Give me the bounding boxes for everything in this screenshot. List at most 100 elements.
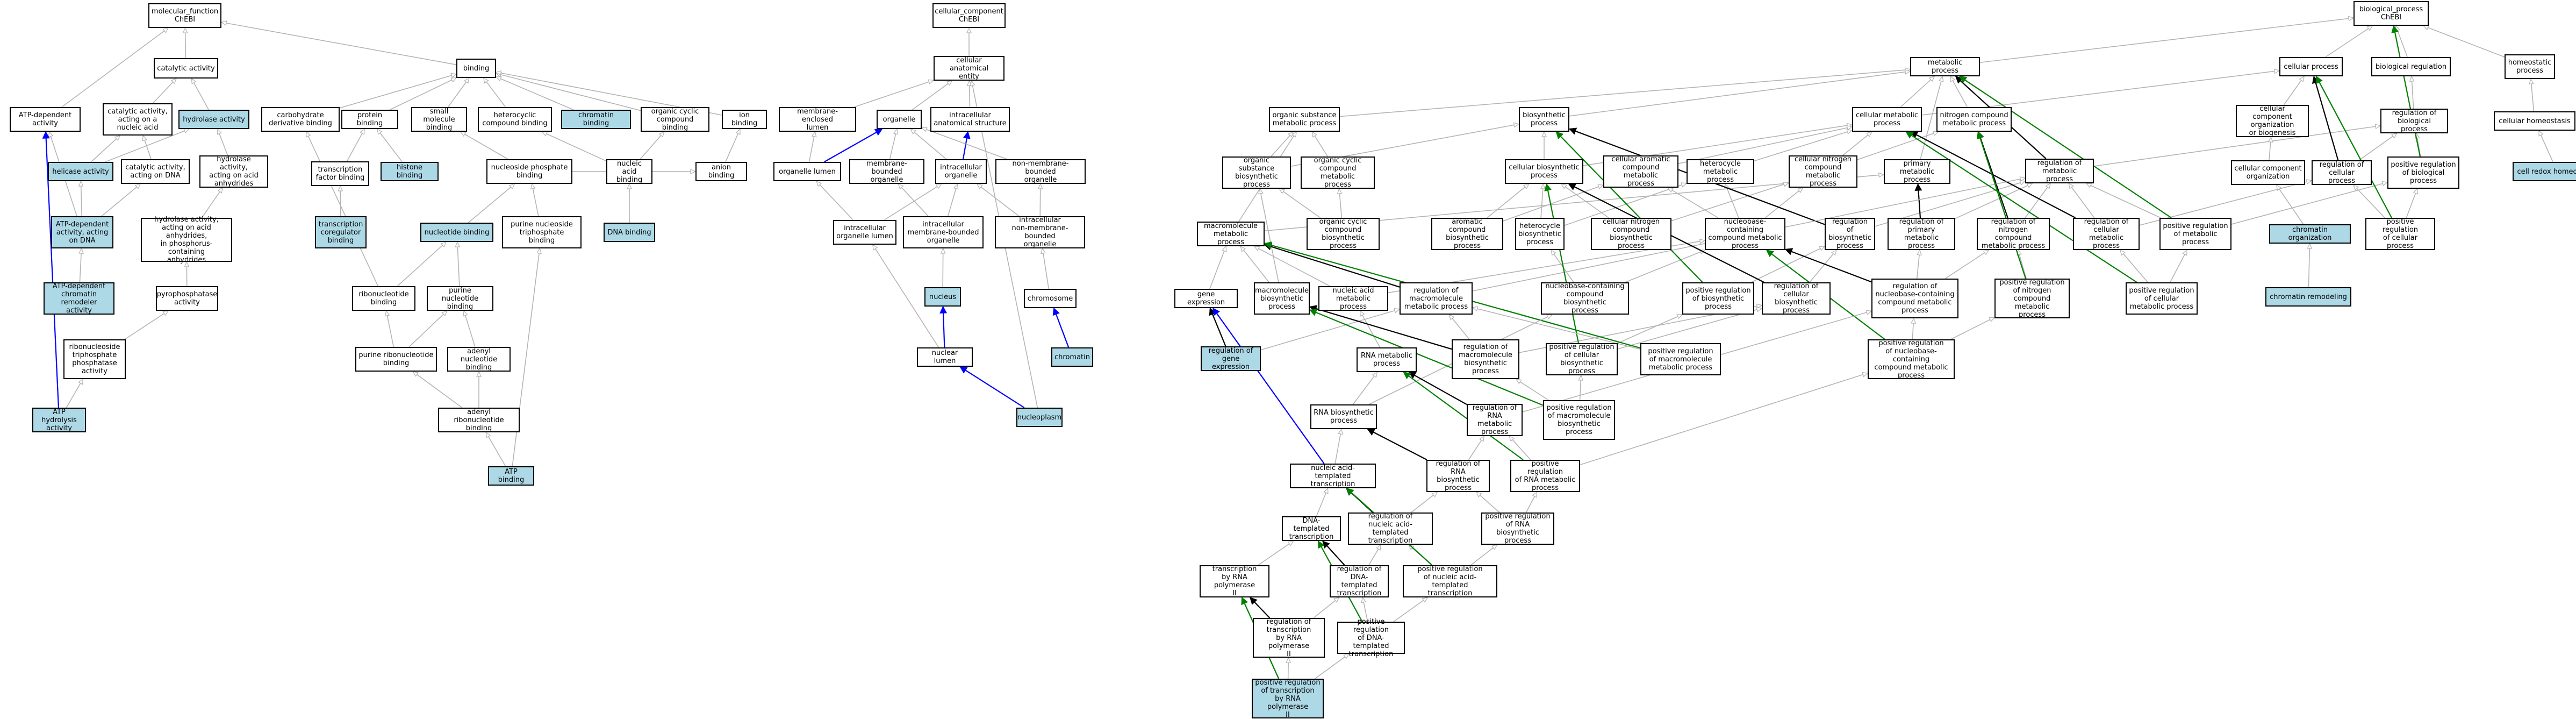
go-term-node-orgsubbio[interactable]: organic substance biosynthetic process [1222, 156, 1291, 189]
go-term-node-cellhomeo[interactable]: cellular homeostasis [2494, 111, 2575, 131]
go-term-node-bioreg[interactable]: biological regulation [2371, 57, 2451, 76]
go-term-node-regbio[interactable]: regulation of biological process [2380, 109, 2448, 133]
go-term-node-hydro[interactable]: hydrolase activity [178, 110, 249, 129]
go-term-node-orgsub[interactable]: organic substance metabolic process [1269, 107, 1340, 132]
go-term-node-adenylribo[interactable]: adenyl ribonucleotide binding [438, 408, 520, 432]
go-term-node-macromet[interactable]: macromolecule metabolic process [1197, 222, 1265, 246]
go-term-node-tfb[interactable]: transcription factor binding [311, 161, 369, 186]
go-term-node-cae[interactable]: cellular anatomical entity [934, 56, 1004, 81]
go-term-node-nbcbio[interactable]: nucleobase-containing compound biosynthe… [1541, 282, 1629, 315]
go-term-node-membound[interactable]: membrane-bounded organelle [849, 159, 924, 184]
go-term-node-intanat[interactable]: intracellular anatomical structure [930, 107, 1010, 132]
go-term-node-primmet[interactable]: primary metabolic process [1884, 159, 1950, 184]
go-term-node-ribotriph[interactable]: ribonucleoside triphosphate phosphatase … [63, 339, 126, 379]
go-term-node-posregcellbio[interactable]: positive regulation of cellular biosynth… [1546, 343, 1618, 375]
go-term-node-rnamet[interactable]: RNA metabolic process [1357, 347, 1417, 372]
go-term-node-regnitro[interactable]: regulation of nitrogen compound metaboli… [1977, 218, 2050, 250]
go-term-node-organelle[interactable]: organelle [877, 110, 922, 129]
go-term-node-cellnit[interactable]: cellular nitrogen compound metabolic pro… [1789, 155, 1857, 188]
go-term-node-orgcyc[interactable]: organic cyclic compound binding [641, 107, 709, 132]
go-term-node-atpremod[interactable]: ATP-dependent chromatin remodeler activi… [44, 282, 114, 315]
go-term-node-biosyn[interactable]: biosynthetic process [1519, 107, 1569, 132]
go-term-node-regcell[interactable]: regulation of cellular process [2312, 160, 2372, 185]
go-term-node-cellarom[interactable]: cellular aromatic compound metabolic pro… [1603, 155, 1678, 188]
go-term-node-cellbio[interactable]: cellular biosynthetic process [1505, 159, 1583, 184]
go-term-node-posregrnabio[interactable]: positive regulation of RNA biosynthetic … [1481, 512, 1554, 545]
go-term-node-nucleoplasm[interactable]: nucleoplasm [1016, 408, 1063, 427]
go-term-node-regmacrobio[interactable]: regulation of macromolecule biosynthetic… [1452, 339, 1519, 379]
go-term-node-macrobio[interactable]: macromolecule biosynthetic process [1254, 282, 1310, 315]
go-term-node-orglumen[interactable]: organelle lumen [773, 162, 841, 181]
go-term-node-reggene[interactable]: regulation of gene expression [1201, 346, 1261, 371]
go-term-node-smallb[interactable]: small molecule binding [411, 107, 467, 132]
go-term-node-geneexp[interactable]: gene expression [1174, 289, 1238, 308]
go-term-node-nattrans[interactable]: nucleic acid-templated transcription [1290, 464, 1376, 488]
go-term-node-dnatrans[interactable]: DNA-templated transcription [1282, 516, 1341, 541]
go-term-node-ionb[interactable]: ion binding [722, 110, 767, 129]
go-term-node-posregnitro[interactable]: positive regulation of nitrogen compound… [1994, 279, 2070, 318]
go-term-node-hydrophos[interactable]: hydrolase activity, acting on acid anhyd… [141, 218, 232, 262]
go-term-node-regnattrans[interactable]: regulation of nucleic acid-templated tra… [1348, 512, 1433, 545]
go-term-node-aromatic[interactable]: aromatic compound biosynthetic process [1431, 218, 1503, 250]
go-term-node-posregmacrobio[interactable]: positive regulation of macromolecule bio… [1543, 400, 1615, 440]
go-term-node-posregtranspol[interactable]: positive regulation of transcription by … [1252, 679, 1324, 718]
go-term-node-hetbio[interactable]: heterocycle biosynthetic process [1515, 218, 1565, 250]
go-term-node-chromorg[interactable]: chromatin organization [2269, 224, 2351, 244]
go-term-node-regtranspol[interactable]: regulation of transcription by RNA polym… [1253, 618, 1325, 658]
go-term-node-regmacro[interactable]: regulation of macromolecule metabolic pr… [1400, 282, 1473, 315]
go-term-node-hydroacid[interactable]: hydrolase activity, acting on acid anhyd… [199, 155, 268, 188]
go-term-node-regmet[interactable]: regulation of metabolic process [2025, 159, 2094, 183]
go-term-node-nucleus[interactable]: nucleus [924, 287, 961, 307]
go-term-node-carbo[interactable]: carbohydrate derivative binding [261, 107, 340, 132]
go-term-node-regrnabio[interactable]: regulation of RNA biosynthetic process [1426, 460, 1490, 492]
go-term-node-redox[interactable]: cell redox homeostasis [2513, 162, 2576, 181]
go-term-node-nuclumen[interactable]: nuclear lumen [917, 347, 973, 367]
go-term-node-posregmacro[interactable]: positive regulation of macromolecule met… [1640, 343, 1721, 375]
go-term-node-atphyd[interactable]: ATP hydrolysis activity [32, 408, 86, 432]
go-term-node-nab[interactable]: nucleic acid binding [606, 159, 652, 184]
go-term-node-memlumen[interactable]: membrane-enclosed lumen [779, 107, 856, 132]
go-term-node-nonmem[interactable]: non-membrane-bounded organelle [995, 159, 1086, 184]
go-term-node-posregdnatrans[interactable]: positive regulation of DNA-templated tra… [1337, 622, 1405, 654]
go-term-node-atpdep[interactable]: ATP-dependent activity [10, 107, 81, 132]
go-term-node-chromosome[interactable]: chromosome [1024, 289, 1077, 308]
go-term-node-anionb[interactable]: anion binding [695, 162, 747, 181]
go-term-node-tcoreg[interactable]: transcription coregulator binding [315, 216, 367, 248]
go-term-node-cellnitbio[interactable]: cellular nitrogen compound biosynthetic … [1591, 218, 1671, 250]
go-term-node-regbiosyn[interactable]: regulation of biosynthetic process [1825, 218, 1875, 250]
go-term-node-cc[interactable]: cellular_component ChEBI [932, 3, 1006, 28]
go-term-node-intnonmem[interactable]: intracellular non-membrane-bounded organ… [995, 216, 1085, 248]
go-term-node-bp[interactable]: biological_process ChEBI [2353, 1, 2429, 26]
go-term-node-ccorg[interactable]: cellular component organization or bioge… [2236, 105, 2309, 137]
go-term-node-atpb[interactable]: ATP binding [488, 466, 534, 486]
go-term-node-intlumen[interactable]: intracellular organelle lumen [833, 220, 896, 245]
go-term-node-cellproc[interactable]: cellular process [2279, 57, 2343, 76]
go-term-node-catalytic[interactable]: catalytic activity [154, 58, 218, 79]
go-term-node-purribo[interactable]: purine ribonucleotide binding [355, 347, 437, 372]
go-term-node-chromremod[interactable]: chromatin remodeling [2265, 287, 2351, 307]
go-term-node-regrnamet[interactable]: regulation of RNA metabolic process [1467, 404, 1523, 436]
go-term-node-orgcycbio[interactable]: organic cyclic compound biosynthetic pro… [1307, 218, 1380, 250]
go-term-node-nucphos[interactable]: nucleoside phosphate binding [486, 159, 572, 184]
go-term-node-orgcycmet[interactable]: organic cyclic compound metabolic proces… [1301, 156, 1375, 189]
go-term-node-hetcyc[interactable]: heterocyclic compound binding [478, 107, 552, 132]
go-term-node-ribob[interactable]: ribonucleotide binding [352, 286, 415, 311]
go-term-node-chromb[interactable]: chromatin binding [561, 110, 631, 129]
go-term-node-chromatin[interactable]: chromatin [1051, 347, 1093, 367]
go-term-node-regprim[interactable]: regulation of primary metabolic process [1888, 218, 1955, 250]
go-term-node-posregcellmet[interactable]: positive regulation of cellular metaboli… [2126, 282, 2198, 315]
go-term-node-nucleotb[interactable]: nucleotide binding [420, 223, 493, 242]
go-term-node-binding[interactable]: binding [456, 59, 496, 78]
go-term-node-regcellbio[interactable]: regulation of cellular biosynthetic proc… [1762, 282, 1831, 315]
go-term-node-nitro[interactable]: nitrogen compound metabolic process [1936, 107, 2012, 132]
go-term-node-rnabio[interactable]: RNA biosynthetic process [1310, 404, 1377, 429]
go-term-node-cco[interactable]: cellular component organization [2231, 160, 2305, 185]
go-term-node-regcellmet[interactable]: regulation of cellular metabolic process [2073, 218, 2140, 250]
go-term-node-hetmet[interactable]: heterocycle metabolic process [1687, 159, 1754, 184]
go-term-node-cellmet[interactable]: cellular metabolic process [1852, 107, 1922, 132]
go-term-node-intmem[interactable]: intracellular membrane-bounded organelle [903, 216, 984, 248]
go-term-node-purinenucb[interactable]: purine nucleotide binding [427, 286, 493, 311]
go-term-node-histb[interactable]: histone binding [381, 162, 439, 181]
go-term-node-regdnatrans[interactable]: regulation of DNA-templated transcriptio… [1330, 565, 1389, 597]
go-term-node-intorg[interactable]: intracellular organelle [935, 159, 987, 184]
